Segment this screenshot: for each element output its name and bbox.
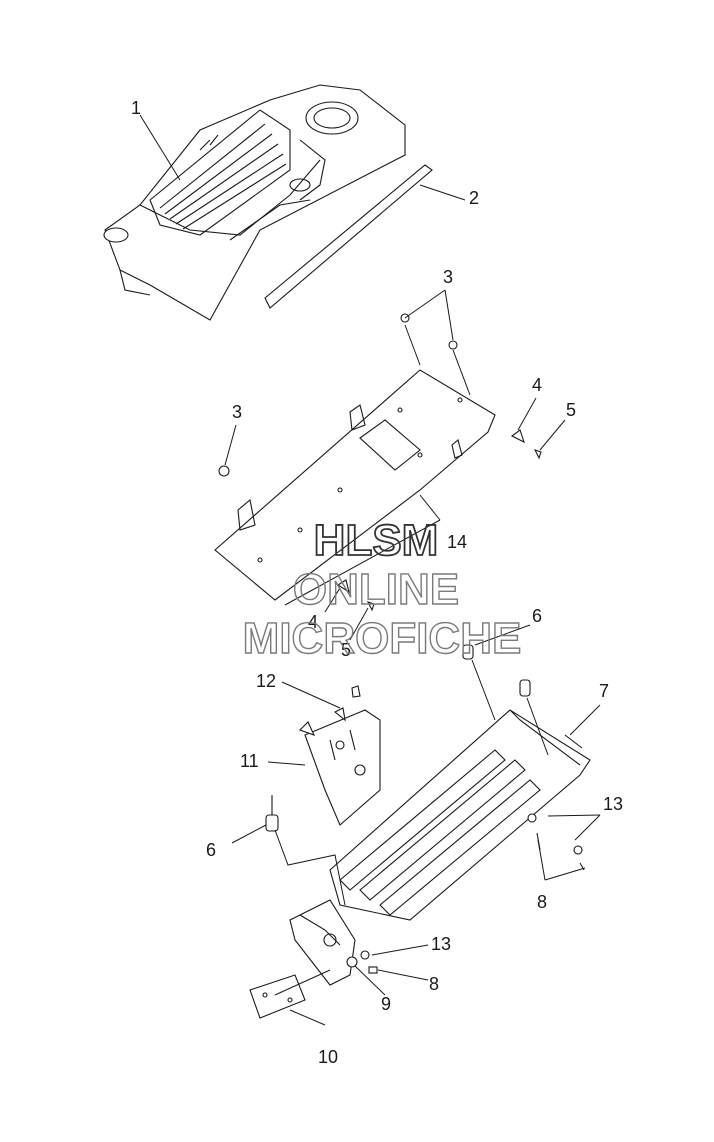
callout-13b: 13 bbox=[431, 934, 451, 954]
callout-10: 10 bbox=[318, 1047, 338, 1067]
part-small-plate bbox=[249, 974, 306, 1019]
part-upper-plate bbox=[214, 369, 496, 601]
watermark-line-2: ONLINE bbox=[293, 565, 459, 614]
callout-3: 3 bbox=[443, 267, 453, 287]
callout-1: 1 bbox=[131, 98, 141, 118]
watermark: HLSM ONLINE MICROFICHE bbox=[242, 515, 522, 664]
watermark-line-3: MICROFICHE bbox=[243, 614, 522, 663]
watermark-line-1: HLSM bbox=[314, 516, 439, 565]
callout-8: 8 bbox=[537, 892, 547, 912]
callout-8b: 8 bbox=[429, 974, 439, 994]
callout-12: 12 bbox=[256, 671, 276, 691]
part-bracket bbox=[298, 707, 381, 826]
part-bumpers bbox=[265, 644, 531, 832]
callout-9: 9 bbox=[381, 994, 391, 1014]
part-lower-frame bbox=[289, 709, 591, 986]
part-hood-cover bbox=[103, 84, 406, 321]
callout-5b: 5 bbox=[341, 640, 351, 660]
callout-13: 13 bbox=[603, 794, 623, 814]
callout-6b: 6 bbox=[206, 840, 216, 860]
callout-4b: 4 bbox=[308, 612, 318, 632]
callout-4: 4 bbox=[532, 375, 542, 395]
callout-11: 11 bbox=[240, 751, 259, 771]
callout-5: 5 bbox=[566, 400, 576, 420]
callout-7: 7 bbox=[599, 681, 609, 701]
leader-lines bbox=[139, 114, 601, 1026]
callout-6: 6 bbox=[532, 606, 542, 626]
part-strip bbox=[264, 164, 433, 309]
callout-2: 2 bbox=[469, 188, 479, 208]
callout-14: 14 bbox=[447, 532, 467, 552]
callout-3b: 3 bbox=[232, 402, 242, 422]
callout-labels: 1 2 3 3 4 5 14 4 5 6 7 12 11 6 13 8 13 8… bbox=[131, 98, 623, 1067]
